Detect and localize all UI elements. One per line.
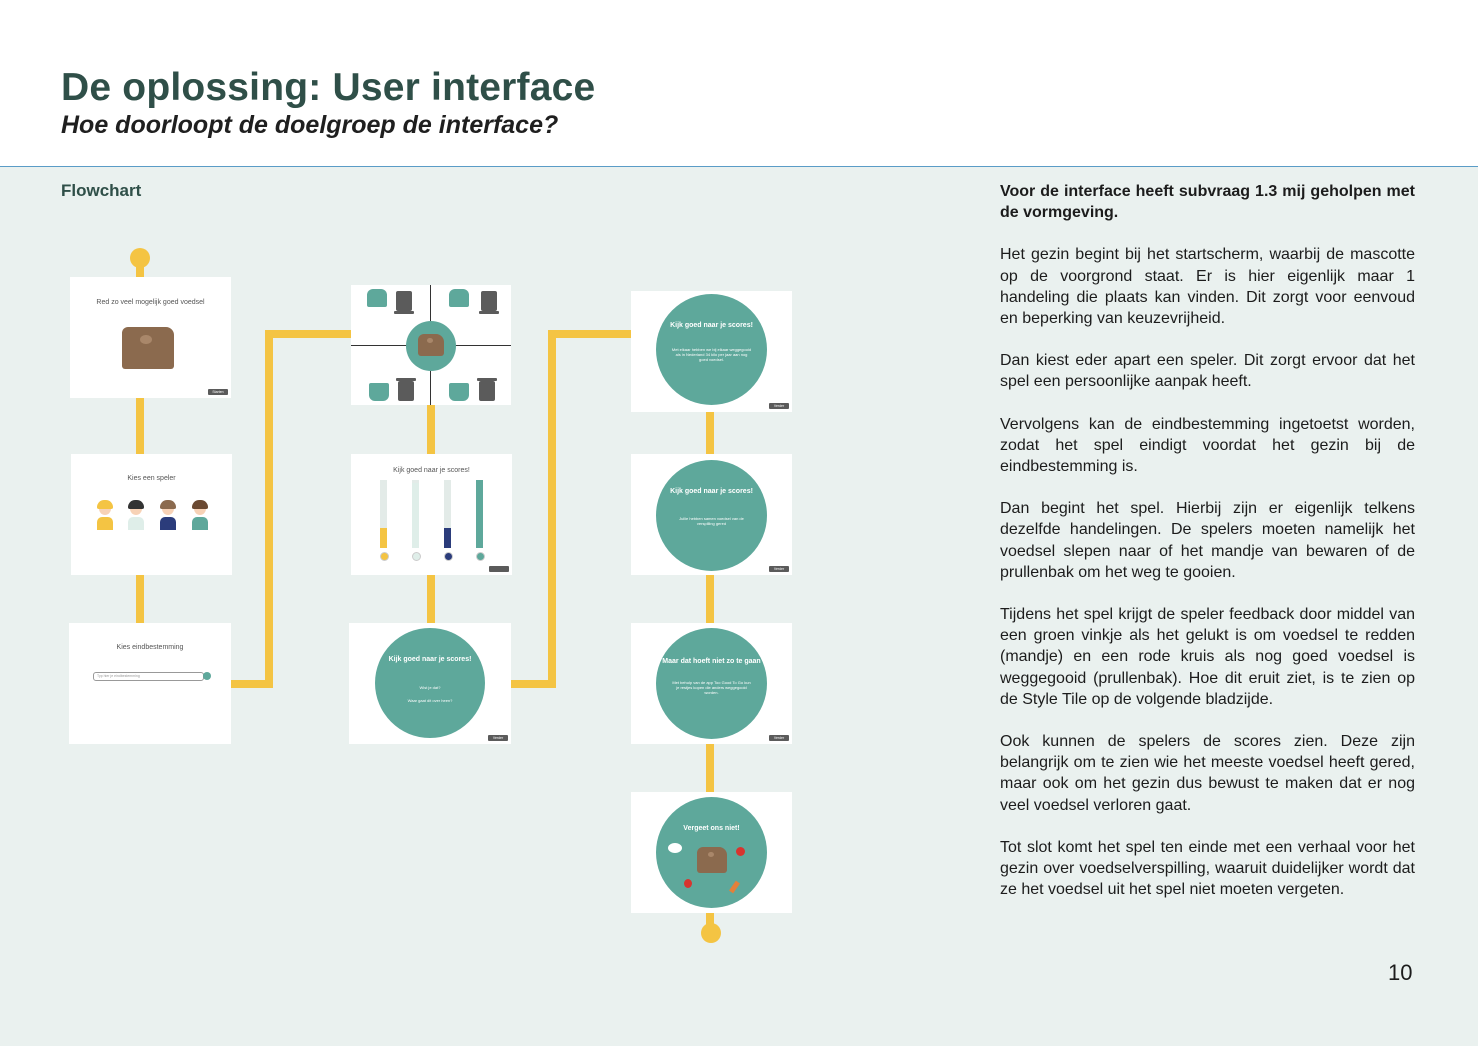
circle-body: Jullie hebben samen voedsel van de versp… [679, 516, 744, 526]
score-bar [380, 480, 387, 548]
next-button: Verder [769, 735, 789, 741]
route-line [548, 330, 556, 688]
score-player-avatar [412, 552, 421, 561]
next-button [489, 566, 509, 572]
next-button: Verder [488, 735, 508, 741]
basket-icon [449, 289, 469, 307]
basket-icon [449, 383, 469, 401]
mascot-bread [122, 327, 174, 369]
route-line [509, 680, 555, 688]
route-line [706, 572, 714, 626]
body-text: Voor de interface heeft subvraag 1.3 mij… [1000, 181, 1415, 921]
egg-icon [668, 843, 682, 853]
route-line [706, 408, 714, 456]
mascot-bread [418, 334, 444, 356]
score-bar-fill [476, 480, 483, 548]
carrot-icon [729, 880, 740, 894]
page-subtitle: Hoe doorloopt de doelgroep de interface? [61, 111, 559, 139]
paragraph: Dan kiest eder apart een speler. Dit zor… [1000, 352, 1415, 391]
page-number: 10 [1388, 960, 1413, 985]
circle-title: Vergeet ons niet! [683, 825, 740, 832]
score-circle-screen-1: Kijk goed naar je scores! Wist je dat? W… [349, 623, 511, 744]
route-line [427, 403, 435, 457]
destination-screen-thumbnail: Kies eindbestemming Typ hier je eindbest… [69, 623, 231, 744]
score-circle-screen-3: Kijk goed naar je scores! Jullie hebben … [631, 454, 792, 575]
route-end-dot [701, 923, 721, 943]
start-button: Starten [208, 389, 228, 395]
score-bar [412, 480, 419, 548]
score-circle: Kijk goed naar je scores! Met elkaar heb… [656, 294, 767, 405]
player-avatar-4 [191, 500, 209, 532]
score-player-avatar [444, 552, 453, 561]
score-circle: Maar dat hoeft niet zo te gaan Met behul… [656, 628, 767, 739]
circle-line: Waar gaat dit over heen? [407, 698, 453, 703]
trash-bin-icon [396, 291, 412, 311]
score-bar [444, 480, 451, 548]
score-bar-fill [444, 528, 451, 548]
player-select-heading: Kies een speler [127, 475, 176, 482]
circle-title: Maar dat hoeft niet zo te gaan [662, 658, 761, 665]
end-circle: Vergeet ons niet! [656, 797, 767, 908]
section-label: Flowchart [61, 181, 142, 200]
page-header: De oplossing: User interface Hoe doorloo… [0, 0, 1478, 167]
circle-title: Kijk goed naar je scores! [670, 488, 753, 495]
score-player-avatar [476, 552, 485, 561]
paragraph: Vervolgens kan de eindbestemming ingetoe… [1000, 415, 1415, 476]
score-circle: Kijk goed naar je scores! Wist je dat? W… [375, 628, 485, 738]
paragraph: Tot slot komt het spel ten einde met een… [1000, 838, 1415, 899]
player-avatar-2 [127, 500, 145, 532]
paragraph: Ook kunnen de spelers de scores zien. De… [1000, 733, 1415, 814]
route-line [706, 911, 714, 927]
strawberry-icon [684, 879, 692, 888]
end-screen-thumbnail: Vergeet ons niet! [631, 792, 792, 913]
paragraph: Dan begint het spel. Hierbij zijn er eig… [1000, 500, 1415, 581]
route-start-dot [130, 248, 150, 268]
tomato-icon [736, 847, 745, 856]
trash-bin-icon [481, 291, 497, 311]
next-button: Verder [769, 403, 789, 409]
destination-input: Typ hier je eindbestemming [93, 672, 204, 681]
route-line [136, 260, 144, 280]
score-circle-screen-2: Kijk goed naar je scores! Met elkaar heb… [631, 291, 792, 412]
circle-title: Kijk goed naar je scores! [670, 322, 753, 329]
score-bar [476, 480, 483, 548]
circle-line: Wist je dat? [419, 685, 441, 690]
mascot-bread [697, 847, 727, 873]
route-line [265, 330, 353, 338]
start-screen-thumbnail: Red zo veel mogelijk goed voedsel Starte… [70, 277, 231, 398]
score-circle: Kijk goed naar je scores! Jullie hebben … [656, 460, 767, 571]
route-line [136, 396, 144, 458]
route-line [265, 330, 273, 688]
circle-body: Met behulp van de app Too Good To Go kun… [672, 680, 751, 695]
trash-bin-icon [477, 378, 497, 401]
submit-arrow-icon [203, 672, 211, 680]
lead-paragraph: Voor de interface heeft subvraag 1.3 mij… [1000, 183, 1415, 222]
route-line [548, 330, 634, 338]
circle-title: Kijk goed naar je scores! [388, 656, 472, 663]
trash-bin-icon [396, 378, 416, 401]
route-line [706, 741, 714, 796]
player-avatar-3 [159, 500, 177, 532]
basket-icon [369, 383, 389, 401]
paragraph: Tijdens het spel krijgt de speler feedba… [1000, 606, 1415, 708]
player-select-thumbnail: Kies een speler [71, 454, 232, 575]
player-avatar-1 [96, 500, 114, 532]
start-screen-heading: Red zo veel mogelijk goed voedsel [96, 299, 205, 306]
route-line [136, 572, 144, 627]
score-bar-fill [380, 528, 387, 548]
circle-body: Met elkaar hebben we bij elkaar weggegoo… [671, 347, 752, 362]
next-button: Verder [769, 566, 789, 572]
paragraph: Het gezin begint bij het startscherm, wa… [1000, 246, 1415, 328]
page-title: De oplossing: User interface [61, 66, 596, 109]
score-circle-screen-4: Maar dat hoeft niet zo te gaan Met behul… [631, 623, 792, 744]
destination-heading: Kies eindbestemming [116, 644, 184, 651]
score-bars-thumbnail: Kijk goed naar je scores! [351, 454, 512, 575]
score-bar-fill [412, 483, 419, 548]
game-screen-thumbnail [351, 285, 511, 405]
route-line [229, 680, 271, 688]
score-heading: Kijk goed naar je scores! [393, 467, 470, 474]
score-player-avatar [380, 552, 389, 561]
route-line [427, 572, 435, 626]
basket-icon [367, 289, 387, 307]
